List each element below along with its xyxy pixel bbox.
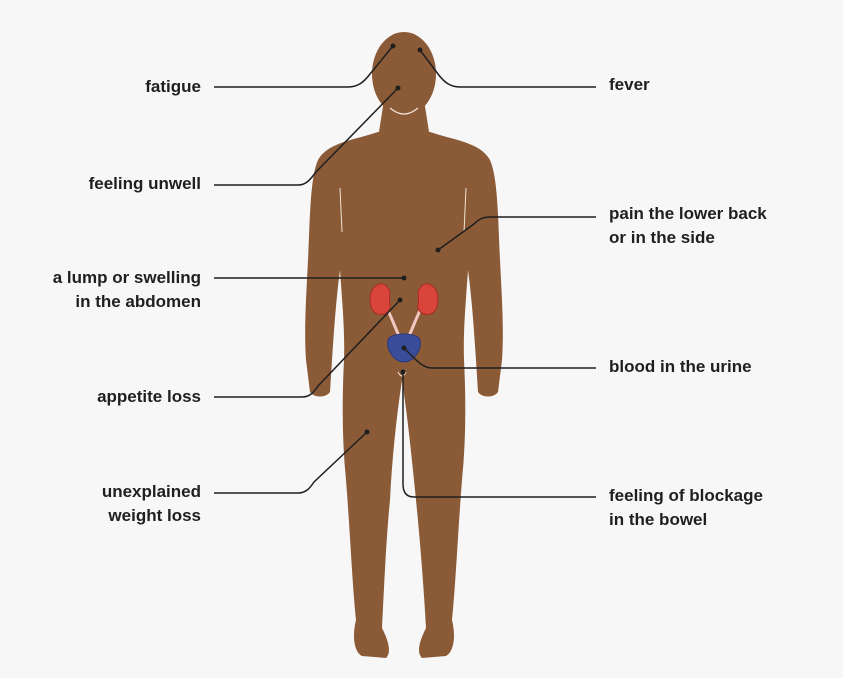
appetite-leader [214, 299, 401, 398]
label-appetite-line-1: appetite loss [97, 387, 201, 406]
feeling-unwell-leader [214, 87, 399, 186]
appetite-dot [397, 297, 403, 303]
label-fever: fever [609, 73, 650, 97]
label-bowel-line-2: in the bowel [609, 510, 708, 529]
left-kidney [369, 283, 391, 315]
fatigue-dot [390, 43, 396, 49]
label-lump-line-2: in the abdomen [75, 292, 201, 311]
fatigue-leader [214, 45, 394, 88]
bowel-leader [402, 372, 596, 498]
label-bowel-blockage: feeling of blockage in the bowel [609, 484, 763, 532]
fever-dot [417, 47, 423, 53]
label-bowel-line-1: feeling of blockage [609, 486, 763, 505]
left-arm-contour [339, 187, 343, 233]
chin-contour [389, 107, 419, 115]
label-lump-line-1: a lump or swelling [52, 268, 201, 287]
label-fatigue-line-1: fatigue [145, 77, 201, 96]
crotch-contour [397, 371, 407, 377]
label-blood-line-1: blood in the urine [609, 357, 752, 376]
label-feeling-unwell-line-1: feeling unwell [88, 174, 201, 193]
weight-dot [364, 429, 370, 435]
blood-leader [403, 347, 596, 369]
weight-leader [214, 431, 368, 494]
label-fever-line-1: fever [609, 75, 650, 94]
label-back-pain-line-1: pain the lower back [609, 204, 767, 223]
label-lump: a lump or swelling in the abdomen [53, 266, 201, 314]
leader-lines [214, 45, 596, 498]
back-pain-dot [435, 247, 441, 253]
right-arm-contour [463, 187, 467, 233]
fever-leader [419, 49, 596, 88]
label-back-pain: pain the lower back or in the side [609, 202, 767, 250]
label-fatigue: fatigue [145, 75, 201, 99]
torso [305, 132, 503, 658]
blood-dot [401, 345, 407, 351]
feeling-unwell-dot [395, 85, 401, 91]
label-appetite-loss: appetite loss [97, 385, 201, 409]
back-pain-leader [437, 216, 596, 251]
label-feeling-unwell: feeling unwell [89, 172, 201, 196]
label-weight-line-2: weight loss [108, 506, 201, 525]
pointer-dots [364, 43, 441, 435]
bowel-dot [400, 369, 406, 375]
label-weight-line-1: unexplained [101, 482, 201, 501]
label-back-pain-line-2: or in the side [609, 228, 715, 247]
label-blood-in-urine: blood in the urine [609, 355, 752, 379]
label-weight-loss: unexplained weight loss [102, 480, 201, 528]
right-kidney [417, 283, 439, 315]
lump-dot [401, 275, 407, 281]
